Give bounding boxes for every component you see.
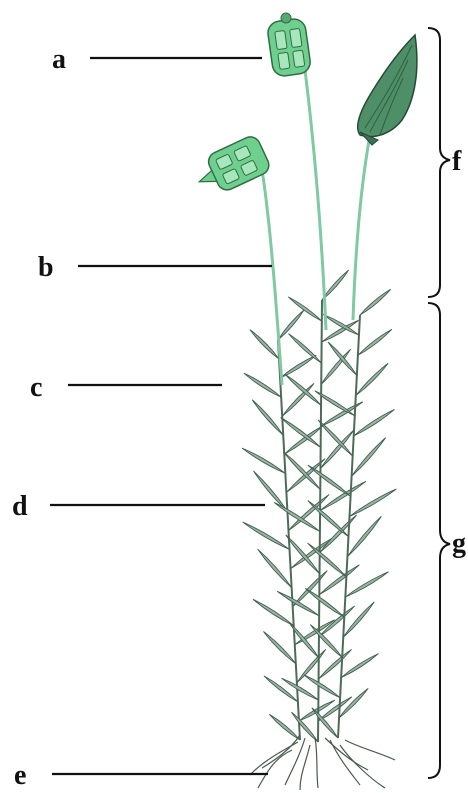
leaf — [308, 543, 347, 577]
leaf — [243, 522, 290, 549]
calyptra-capsule — [358, 35, 417, 145]
leaf — [258, 549, 292, 588]
leaf — [312, 708, 338, 738]
rhizoids — [250, 735, 395, 790]
leaf — [244, 373, 281, 397]
leaf — [284, 425, 323, 454]
capsule-left — [191, 134, 272, 200]
leaf — [322, 270, 349, 300]
label-c: c — [30, 372, 42, 403]
leaf — [305, 588, 344, 617]
capsule-a — [266, 13, 311, 77]
leaf — [264, 676, 298, 702]
leaf — [297, 649, 326, 683]
label-g: g — [452, 528, 466, 559]
leaf — [358, 329, 392, 355]
seta-middle — [305, 70, 326, 330]
leaf — [320, 430, 354, 469]
leaf — [360, 289, 391, 315]
label-e: e — [14, 760, 26, 791]
leaf — [356, 363, 388, 395]
label-b: b — [38, 252, 54, 283]
brace-f — [428, 28, 450, 297]
leaf — [263, 632, 295, 664]
leaf — [350, 489, 397, 516]
leaf — [285, 374, 321, 405]
leaf — [352, 438, 386, 477]
leaf — [345, 572, 388, 597]
leaf — [252, 400, 283, 435]
leaf — [347, 516, 381, 556]
brace-g — [428, 303, 450, 778]
label-d: d — [12, 491, 28, 522]
leaf — [354, 409, 395, 435]
label-f: f — [452, 146, 462, 177]
setae — [262, 70, 370, 385]
leaf — [321, 349, 350, 384]
leaf — [253, 599, 294, 625]
leaf — [343, 602, 374, 637]
leaf — [250, 330, 279, 359]
shoot-stem — [338, 315, 360, 738]
leaf — [288, 297, 322, 321]
leafy-shoots — [242, 270, 396, 742]
label-a: a — [52, 44, 66, 75]
leaf — [341, 654, 378, 678]
leaf — [242, 448, 285, 473]
leaf — [282, 383, 314, 416]
leaf — [288, 334, 321, 364]
leaf — [308, 465, 351, 496]
leaf — [320, 515, 357, 553]
seta-right — [353, 135, 370, 320]
